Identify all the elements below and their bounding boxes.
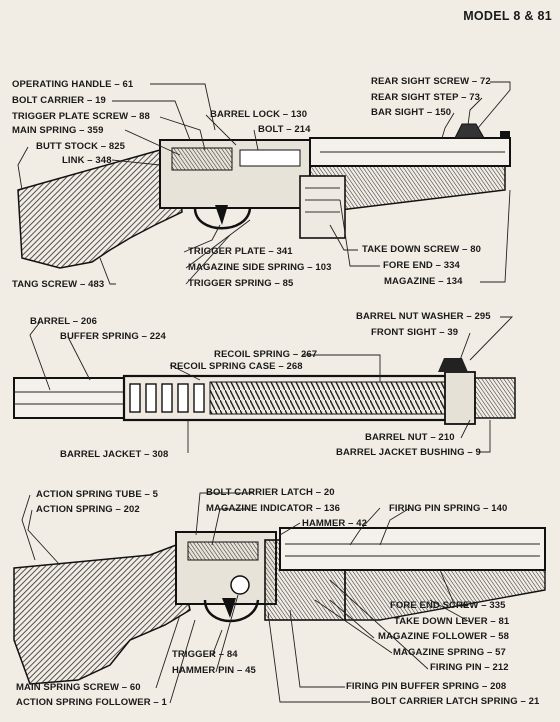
label-barrel-lock: BARREL LOCK – 130	[210, 109, 308, 120]
rear-sight-shape	[454, 123, 485, 139]
label-barrel: BARREL – 206	[30, 316, 98, 327]
label-trigger-spring: TRIGGER SPRING – 85	[188, 278, 294, 289]
rifle-section-drawing	[17, 123, 511, 269]
leader-lines-3	[21, 492, 471, 704]
label-barrel-nut-washer: BARREL NUT WASHER – 295	[356, 311, 491, 322]
label-take-down-screw: TAKE DOWN SCREW – 80	[362, 244, 482, 255]
label-barrel-jacket-bushing: BARREL JACKET BUSHING – 9	[336, 447, 481, 458]
label-magazine: MAGAZINE – 134	[384, 276, 463, 287]
leader-lines-1	[17, 81, 511, 285]
front-sight-shape	[438, 358, 468, 372]
label-rear-sight-step: REAR SIGHT STEP – 73	[371, 92, 480, 103]
label-magazine-spring: MAGAZINE SPRING – 57	[393, 647, 506, 658]
label-link: LINK – 348	[62, 155, 112, 166]
butt-stock-shape	[17, 147, 183, 269]
label-butt-stock: BUTT STOCK – 825	[36, 141, 126, 152]
butt-stock-shape-2	[13, 543, 191, 685]
label-main-spring: MAIN SPRING – 359	[12, 125, 104, 136]
label-hammer-pin: HAMMER PIN – 45	[172, 665, 256, 676]
recoil-spring-shape	[209, 381, 446, 415]
label-fore-end-screw: FORE END SCREW – 335	[390, 600, 506, 611]
leader-lines-2	[29, 316, 514, 453]
barrel-shape	[13, 377, 125, 419]
label-firing-pin-buffer-spring: FIRING PIN BUFFER SPRING – 208	[346, 681, 507, 692]
label-bolt-carrier-latch-spring: BOLT CARRIER LATCH SPRING – 21	[371, 696, 540, 707]
label-magazine-indicator: MAGAZINE INDICATOR – 136	[206, 503, 341, 514]
label-action-spring: ACTION SPRING – 202	[36, 504, 140, 515]
page-title: MODEL 8 & 81	[463, 9, 552, 23]
label-action-spring-tube: ACTION SPRING TUBE – 5	[36, 489, 159, 500]
label-take-down-lever: TAKE DOWN LEVER – 81	[394, 616, 510, 627]
label-tang-screw: TANG SCREW – 483	[12, 279, 105, 290]
label-buffer-spring: BUFFER SPRING – 224	[60, 331, 166, 342]
label-trigger-plate: TRIGGER PLATE – 341	[188, 246, 293, 257]
label-hammer: HAMMER – 42	[302, 518, 367, 529]
label-firing-pin-spring: FIRING PIN SPRING – 140	[389, 503, 508, 514]
label-trigger: TRIGGER – 84	[172, 649, 238, 660]
trigger-guard-shape	[193, 207, 252, 230]
label-recoil-spring-case: RECOIL SPRING CASE – 268	[170, 361, 303, 372]
label-bolt-carrier-latch: BOLT CARRIER LATCH – 20	[206, 487, 335, 498]
label-main-spring-screw: MAIN SPRING SCREW – 60	[16, 682, 141, 693]
label-magazine-follower: MAGAZINE FOLLOWER – 58	[378, 631, 509, 642]
barrel-assembly-drawing	[13, 358, 516, 425]
label-barrel-nut: BARREL NUT – 210	[365, 432, 455, 443]
label-trigger-plate-screw: TRIGGER PLATE SCREW – 88	[12, 111, 150, 122]
label-magazine-side-spring: MAGAZINE SIDE SPRING – 103	[188, 262, 332, 273]
label-rear-sight-screw: REAR SIGHT SCREW – 72	[371, 76, 491, 87]
label-bar-sight: BAR SIGHT – 150	[371, 107, 452, 118]
magazine-shape	[299, 175, 346, 239]
label-firing-pin: FIRING PIN – 212	[430, 662, 509, 673]
label-fore-end: FORE END – 334	[383, 260, 460, 271]
label-recoil-spring: RECOIL SPRING – 267	[214, 349, 318, 360]
label-barrel-jacket: BARREL JACKET – 308	[60, 449, 169, 460]
label-bolt: BOLT – 214	[258, 124, 311, 135]
label-operating-handle: OPERATING HANDLE – 61	[12, 79, 134, 90]
label-front-sight: FRONT SIGHT – 39	[371, 327, 459, 338]
label-action-spring-follower: ACTION SPRING FOLLOWER – 1	[16, 697, 167, 708]
label-bolt-carrier: BOLT CARRIER – 19	[12, 95, 106, 106]
action-detail-drawing	[13, 527, 546, 685]
